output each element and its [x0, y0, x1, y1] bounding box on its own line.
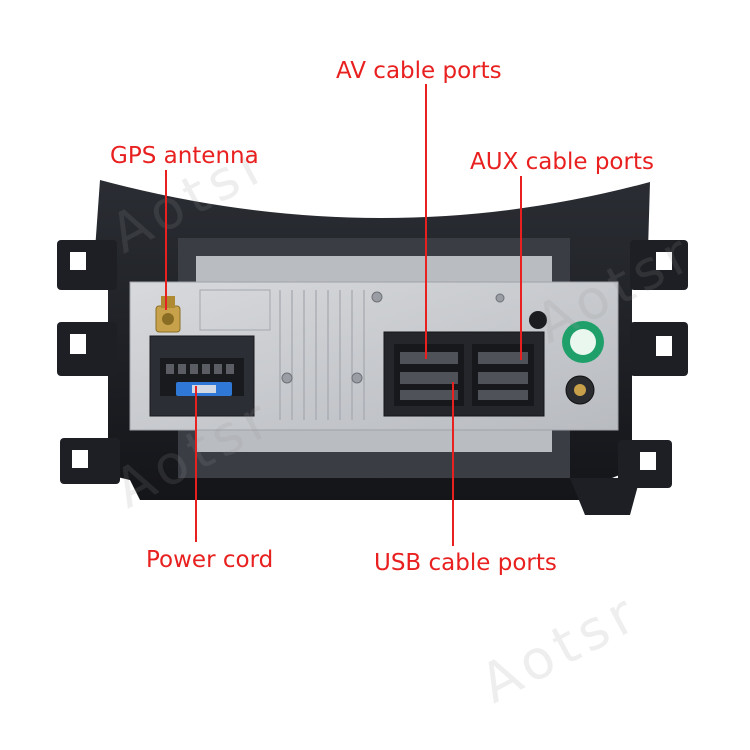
- power-connector: [149, 335, 255, 417]
- gps-connector: [155, 296, 181, 333]
- gps-antenna-label: GPS antenna: [110, 143, 259, 169]
- av-leader-line: [425, 84, 427, 359]
- av-cable-ports-label: AV cable ports: [336, 58, 502, 84]
- aux-cable-ports-label: AUX cable ports: [470, 149, 654, 175]
- multi-connector-block: [383, 331, 545, 417]
- power-cord-label: Power cord: [146, 547, 274, 573]
- qc-pass-sticker: [562, 321, 604, 363]
- aux-jack: [529, 311, 595, 405]
- power-leader-line: [195, 386, 197, 542]
- gps-leader-line: [165, 170, 167, 310]
- usb-cable-ports-label: USB cable ports: [374, 550, 557, 576]
- aux-leader-line: [520, 176, 522, 360]
- usb-leader-line: [452, 382, 454, 546]
